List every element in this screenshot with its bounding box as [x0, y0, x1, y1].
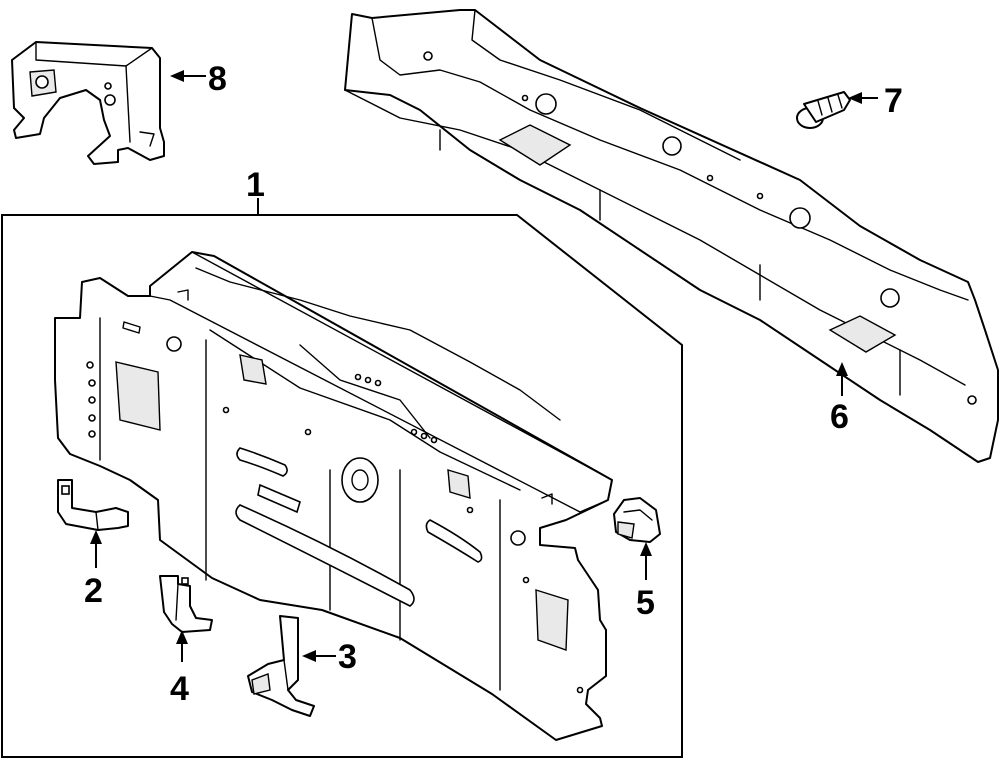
- rear-upper-reinforcement[interactable]: [344, 9, 999, 463]
- support-bracket-part-8[interactable]: [11, 41, 165, 165]
- bracket-part-2[interactable]: [57, 479, 129, 531]
- rear-body-panel[interactable]: [54, 251, 613, 741]
- clip-part-5[interactable]: [613, 497, 661, 543]
- callout-7: 7: [884, 82, 903, 120]
- bracket-part-3[interactable]: [247, 615, 315, 717]
- callout-2: 2: [84, 572, 103, 610]
- callout-5: 5: [636, 584, 655, 622]
- callout-3: 3: [338, 638, 357, 676]
- leader-lines: [90, 70, 878, 662]
- callout-8: 8: [208, 60, 227, 98]
- callout-6: 6: [830, 398, 849, 436]
- callout-4: 4: [170, 670, 189, 708]
- callout-1: 1: [246, 166, 265, 204]
- bolt-part-7[interactable]: [796, 91, 851, 129]
- bracket-part-4[interactable]: [159, 575, 213, 633]
- assembly-group-box: [1, 198, 683, 758]
